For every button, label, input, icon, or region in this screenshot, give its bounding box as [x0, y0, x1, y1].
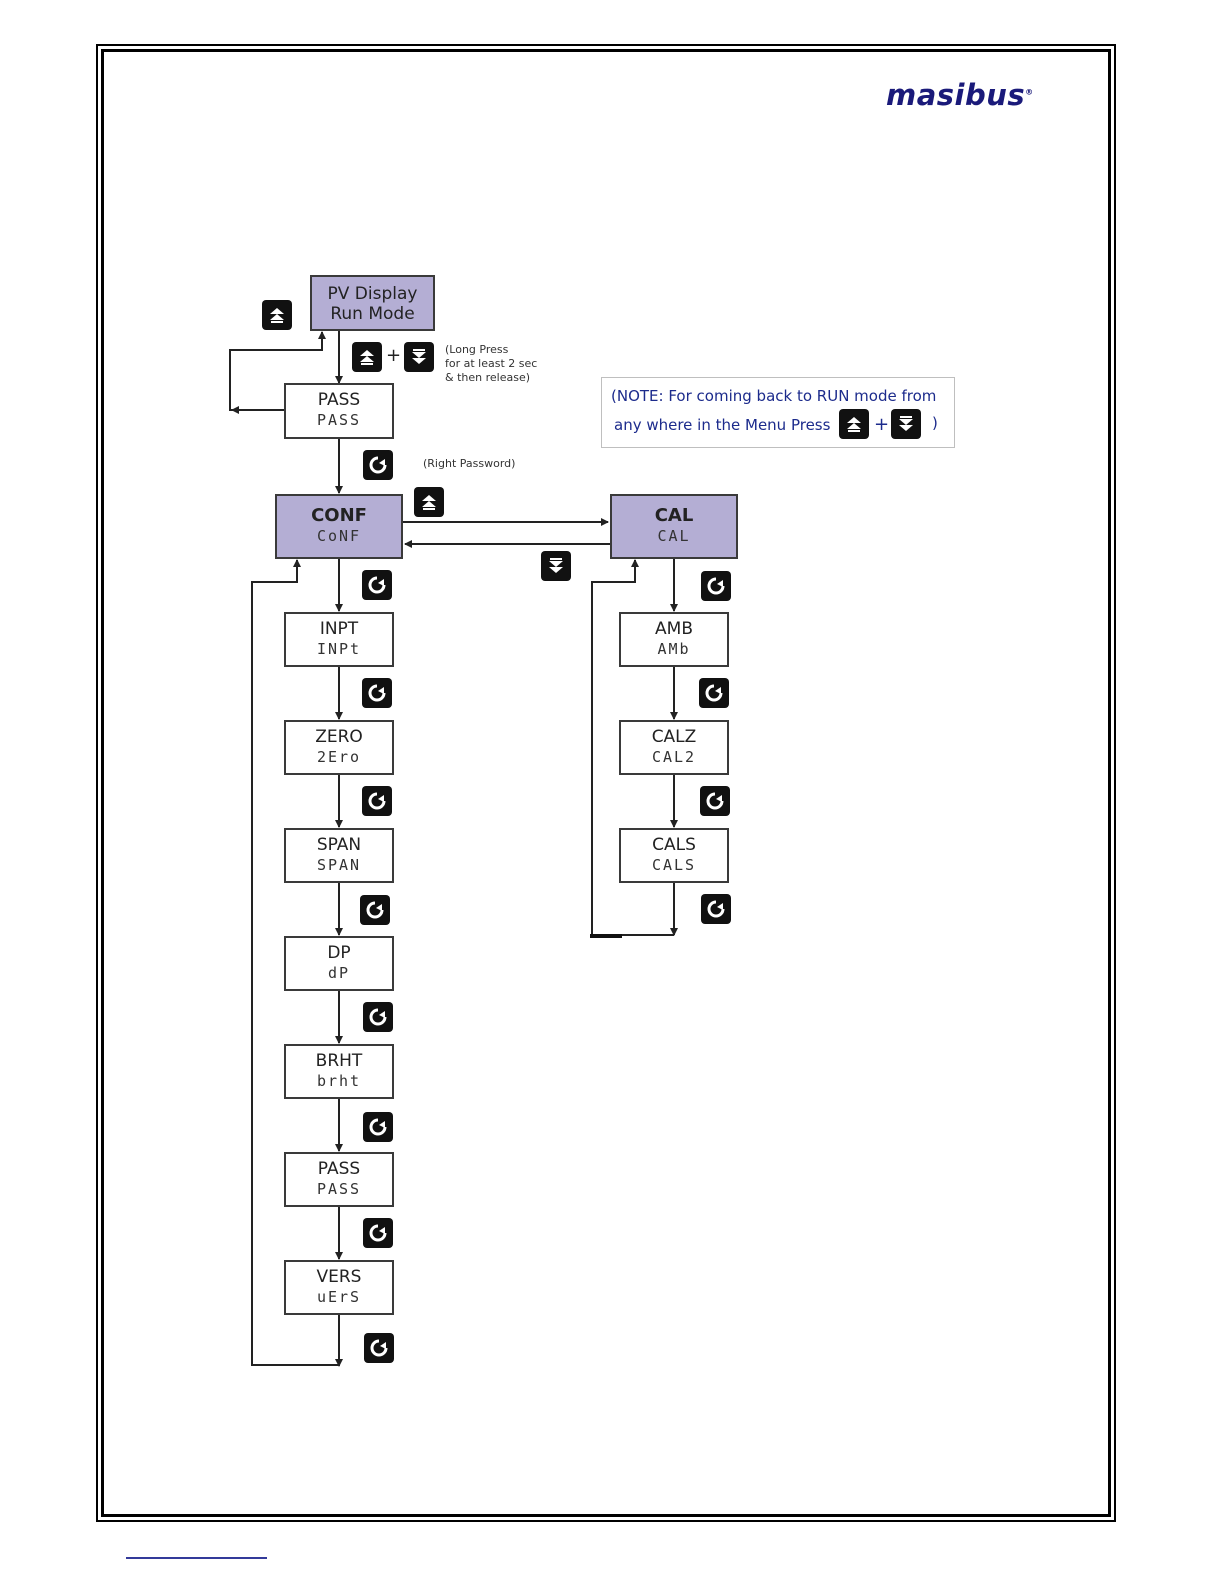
zero-box: ZERO 2Ero: [284, 720, 394, 775]
cals-box: CALS CALS: [619, 828, 729, 883]
up-key-icon: [414, 487, 444, 517]
pass-label: PASS: [286, 390, 392, 410]
dp-label: DP: [286, 943, 392, 963]
calz-label: CALZ: [621, 727, 727, 747]
note-line-2: any where in the Menu Press: [614, 416, 830, 434]
brht-label: BRHT: [286, 1051, 392, 1071]
right-password-note: (Right Password): [423, 457, 515, 471]
pass-box-menu: PASS PASS: [284, 1152, 394, 1207]
enter-key-icon: [363, 1002, 393, 1032]
note-close-paren: ): [932, 414, 938, 432]
pass-segment-label: PASS: [286, 411, 392, 429]
vers-segment-label: uErS: [286, 1288, 392, 1306]
enter-key-icon: [362, 678, 392, 708]
down-key-icon: [404, 342, 434, 372]
enter-key-icon: [363, 450, 393, 480]
cals-label: CALS: [621, 835, 727, 855]
span-label: SPAN: [286, 835, 392, 855]
footer-rule: [126, 1557, 267, 1559]
vers-label: VERS: [286, 1267, 392, 1287]
span-segment-label: SPAN: [286, 856, 392, 874]
brht-segment-label: brht: [286, 1072, 392, 1090]
vers-box: VERS uErS: [284, 1260, 394, 1315]
enter-key-icon: [362, 570, 392, 600]
inpt-label: INPT: [286, 619, 392, 639]
pass-menu-label: PASS: [286, 1159, 392, 1179]
conf-segment-label: CoNF: [277, 527, 401, 545]
up-key-icon: [839, 409, 869, 439]
inpt-segment-label: INPt: [286, 640, 392, 658]
enter-key-icon: [363, 1112, 393, 1142]
amb-label: AMB: [621, 619, 727, 639]
amb-segment-label: AMb: [621, 640, 727, 658]
enter-key-icon: [701, 571, 731, 601]
up-key-icon: [262, 300, 292, 330]
conf-label: CONF: [277, 506, 401, 526]
pv-display-run-mode-box: PV Display Run Mode: [310, 275, 435, 331]
calz-box: CALZ CAL2: [619, 720, 729, 775]
dp-box: DP dP: [284, 936, 394, 991]
run-mode-note-box: (NOTE: For coming back to RUN mode from …: [601, 377, 955, 448]
enter-key-icon: [360, 895, 390, 925]
run-mode-label: Run Mode: [312, 304, 433, 324]
amb-box: AMB AMb: [619, 612, 729, 667]
dp-segment-label: dP: [286, 964, 392, 982]
span-box: SPAN SPAN: [284, 828, 394, 883]
cal-segment-label: CAL: [612, 527, 736, 545]
cal-label: CAL: [612, 506, 736, 526]
pass-menu-segment-label: PASS: [286, 1180, 392, 1198]
note-line-1: (NOTE: For coming back to RUN mode from: [611, 387, 936, 405]
enter-key-icon: [362, 786, 392, 816]
plus-sign: +: [386, 345, 401, 366]
up-key-icon: [352, 342, 382, 372]
enter-key-icon: [700, 786, 730, 816]
enter-key-icon: [363, 1218, 393, 1248]
pv-display-label: PV Display: [312, 284, 433, 304]
inpt-box: INPT INPt: [284, 612, 394, 667]
enter-key-icon: [699, 678, 729, 708]
zero-label: ZERO: [286, 727, 392, 747]
cals-segment-label: CALS: [621, 856, 727, 874]
zero-segment-label: 2Ero: [286, 748, 392, 766]
down-key-icon: [891, 409, 921, 439]
calz-segment-label: CAL2: [621, 748, 727, 766]
long-press-note: (Long Press for at least 2 sec & then re…: [445, 343, 537, 385]
pass-box-top: PASS PASS: [284, 383, 394, 439]
note-plus-sign: +: [874, 414, 889, 435]
conf-menu-box: CONF CoNF: [275, 494, 403, 559]
enter-key-icon: [701, 894, 731, 924]
brht-box: BRHT brht: [284, 1044, 394, 1099]
down-key-icon: [541, 551, 571, 581]
cal-menu-box: CAL CAL: [610, 494, 738, 559]
enter-key-icon: [364, 1333, 394, 1363]
